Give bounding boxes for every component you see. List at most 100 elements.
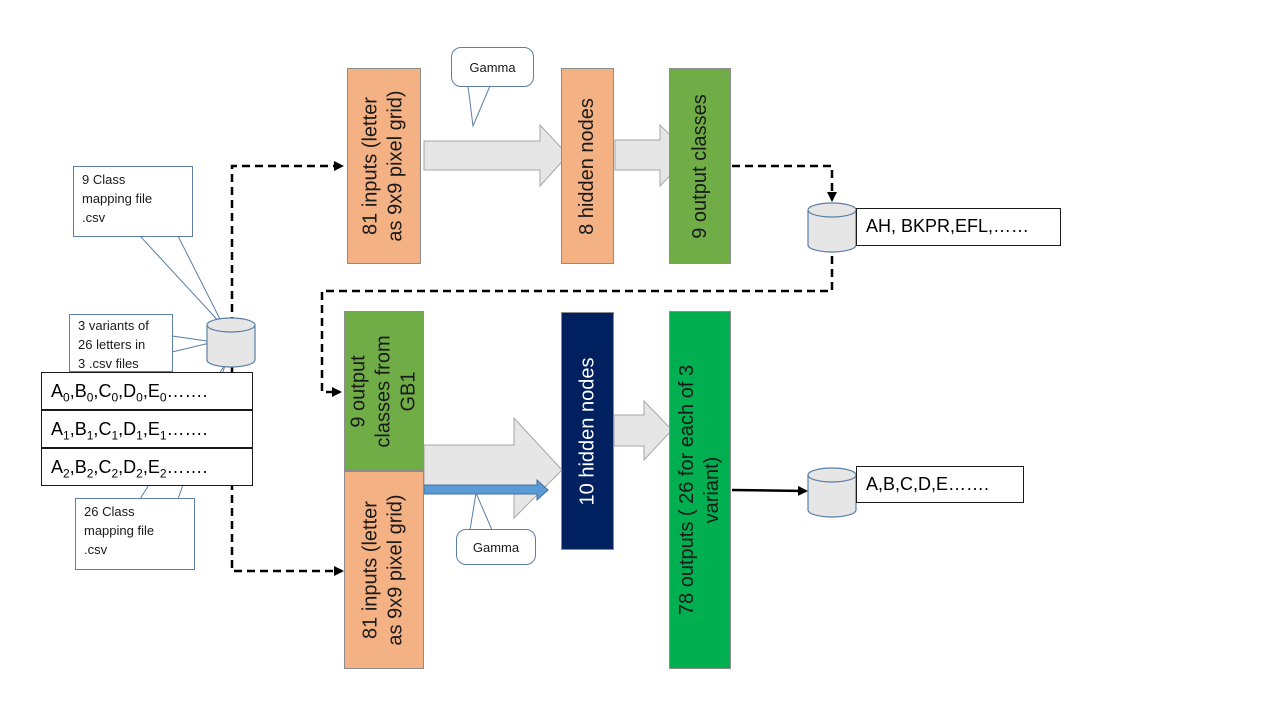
block-arrow-to-hidden-bottom xyxy=(423,416,563,520)
class9-line1: 9 Class xyxy=(82,172,126,187)
gamma-top-callout: Gamma xyxy=(451,47,534,87)
class26-line3: .csv xyxy=(84,542,108,557)
bottom-inputs-line1: 81 inputs (letter xyxy=(360,501,382,639)
variant-subscript: 1 xyxy=(136,428,143,443)
class9-line2: mapping file xyxy=(82,191,153,206)
variant-subscript: 2 xyxy=(86,466,94,481)
comma-separator: , xyxy=(118,381,124,401)
top-inputs-line1: 81 inputs (letter xyxy=(360,97,382,235)
comma-separator: , xyxy=(142,457,148,477)
bottom-hidden-nodes-label: 10 hidden nodes xyxy=(576,357,599,505)
comma-separator: , xyxy=(142,419,148,439)
gb1-classes-block: 9 output classes from GB1 xyxy=(344,311,424,471)
variant-subscript: 2 xyxy=(111,466,119,481)
gamma-bottom-callout: Gamma xyxy=(456,529,536,565)
solid-connector-to-bottom-store xyxy=(731,485,808,496)
variant-subscript: 2 xyxy=(63,466,70,481)
ellipsis: ……. xyxy=(166,457,208,477)
comma-separator: , xyxy=(93,381,99,401)
letter-E: E xyxy=(147,419,160,439)
letter-D: D xyxy=(123,457,137,477)
bottom-output-block: 78 outputs ( 26 for each of 3 variant) xyxy=(669,311,731,669)
class26-mapping-callout: 26 Class mapping file .csv xyxy=(75,498,195,570)
comma-separator: , xyxy=(93,419,99,439)
comma-separator: , xyxy=(118,419,124,439)
bottom-output-line2: variant) xyxy=(701,456,724,524)
letter-D: D xyxy=(123,381,137,401)
top-result-text: AH, BKPR,EFL,…… xyxy=(866,216,1030,236)
gamma-top-label: Gamma xyxy=(469,60,516,75)
top-result-box: AH, BKPR,EFL,…… xyxy=(856,208,1061,246)
letter-B: B xyxy=(74,381,87,401)
variant-subscript: 1 xyxy=(111,428,119,443)
top-inputs-block: 81 inputs (letter as 9x9 pixel grid) xyxy=(347,68,421,264)
class9-mapping-callout: 9 Class mapping file .csv xyxy=(73,166,193,237)
top-hidden-nodes-block: 8 hidden nodes xyxy=(561,68,614,264)
variants-line1: 3 variants of xyxy=(78,318,149,333)
comma-separator: , xyxy=(93,457,99,477)
gamma-top-callout-tail xyxy=(467,85,491,128)
comma-separator: , xyxy=(142,381,148,401)
comma-separator: , xyxy=(69,381,75,401)
class26-line1: 26 Class xyxy=(84,504,135,519)
comma-separator: , xyxy=(69,419,75,439)
variants-line3: 3 .csv files xyxy=(78,356,139,371)
letter-row-variant-1: A1,B1,C1,D1,E1……. xyxy=(41,410,253,448)
dashed-connector-to-gb1-classes xyxy=(320,256,834,397)
variants-line2: 26 letters in xyxy=(78,337,146,352)
gb1-classes-line1: 9 output xyxy=(347,354,370,428)
gb1-classes-line3: GB1 xyxy=(397,370,420,412)
source-data-cylinder-icon xyxy=(206,317,256,368)
letter-sequence: A1,B1,C1,D1,E1……. xyxy=(51,419,208,443)
letter-E: E xyxy=(147,457,160,477)
dashed-connector-to-top-store xyxy=(732,164,837,202)
letter-C: C xyxy=(98,457,112,477)
variant-subscript: 0 xyxy=(86,390,94,405)
dashed-connector-to-top-inputs xyxy=(230,161,344,325)
bottom-result-text: A,B,C,D,E……. xyxy=(866,474,990,494)
letter-A: A xyxy=(51,457,64,477)
letter-A: A xyxy=(51,381,64,401)
bottom-result-cylinder-icon xyxy=(807,467,857,518)
variant-subscript: 1 xyxy=(86,428,94,443)
bottom-output-line1: 78 outputs ( 26 for each of 3 xyxy=(676,364,699,616)
variant-subscript: 0 xyxy=(136,390,143,405)
letter-B: B xyxy=(74,419,87,439)
bottom-result-box: A,B,C,D,E……. xyxy=(856,466,1024,503)
letter-C: C xyxy=(98,381,112,401)
variants-callout: 3 variants of 26 letters in 3 .csv files xyxy=(69,314,173,372)
letter-B: B xyxy=(74,457,87,477)
top-result-cylinder-icon xyxy=(807,202,857,253)
bottom-hidden-nodes-block: 10 hidden nodes xyxy=(561,312,614,550)
variant-subscript: 2 xyxy=(159,466,167,481)
variant-subscript: 0 xyxy=(63,390,70,405)
gamma-bottom-callout-tail xyxy=(469,491,493,531)
top-output-classes-label: 9 output classes xyxy=(688,93,711,239)
letter-row-variant-0: A0,B0,C0,D0,E0……. xyxy=(41,372,253,410)
variant-subscript: 1 xyxy=(159,428,167,443)
letter-C: C xyxy=(98,419,112,439)
variant-subscript: 2 xyxy=(136,466,143,481)
gb1-classes-line2: classes from xyxy=(372,334,395,448)
ellipsis: ……. xyxy=(166,419,208,439)
letter-row-variant-2: A2,B2,C2,D2,E2……. xyxy=(41,448,253,486)
top-inputs-line2: as 9x9 pixel grid) xyxy=(385,90,407,242)
comma-separator: , xyxy=(69,457,75,477)
letter-A: A xyxy=(51,419,64,439)
comma-separator: , xyxy=(118,457,124,477)
variant-subscript: 1 xyxy=(63,428,70,443)
ellipsis: ……. xyxy=(166,381,208,401)
letter-sequence: A0,B0,C0,D0,E0……. xyxy=(51,381,208,405)
letter-E: E xyxy=(147,381,160,401)
class26-line2: mapping file xyxy=(84,523,155,538)
bottom-inputs-line2: as 9x9 pixel grid) xyxy=(385,494,407,646)
gamma-bottom-label: Gamma xyxy=(472,540,520,555)
letter-D: D xyxy=(123,419,137,439)
top-output-classes-block: 9 output classes xyxy=(669,68,731,264)
variant-subscript: 0 xyxy=(111,390,119,405)
blue-arrow-to-hidden-bottom xyxy=(423,478,549,502)
block-arrow-inputs-to-hidden-top xyxy=(423,123,569,188)
letter-sequence: A2,B2,C2,D2,E2……. xyxy=(51,457,208,481)
bottom-inputs-block: 81 inputs (letter as 9x9 pixel grid) xyxy=(344,471,424,669)
